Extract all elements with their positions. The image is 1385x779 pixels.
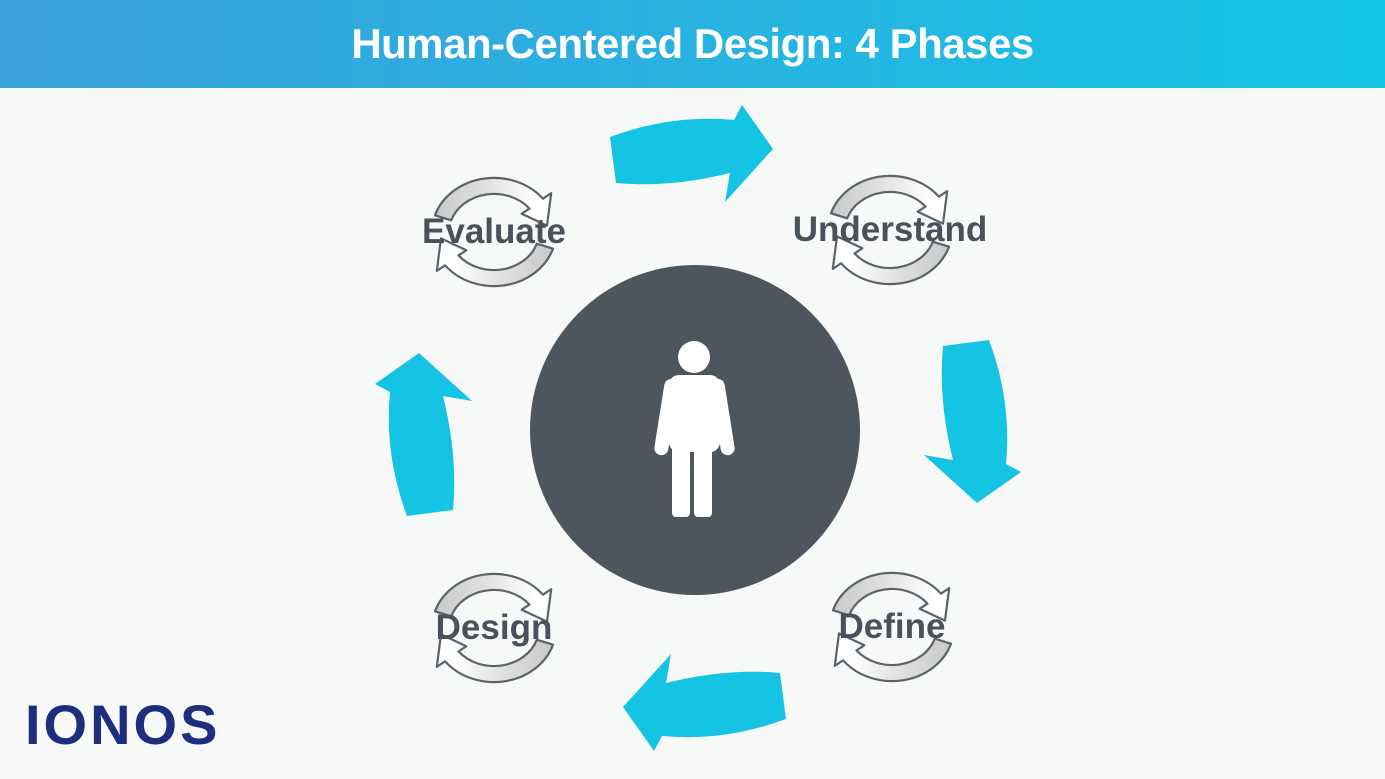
cycle-arrows-icon [831,571,953,683]
flow-arrow-top [610,105,773,202]
flow-arrow-right [924,340,1021,503]
cycle-arrows-icon [433,176,555,288]
page-title: Human-Centered Design: 4 Phases [351,20,1034,67]
flow-arrow-bottom [623,654,786,751]
title-bar: Human-Centered Design: 4 Phases [0,0,1385,88]
cycle-arrows-icon [829,174,951,286]
cycle-arrows-icon [433,572,555,684]
person-icon [654,341,735,517]
ionos-logo: IONOS [25,693,221,756]
flow-arrow-left [375,353,472,516]
